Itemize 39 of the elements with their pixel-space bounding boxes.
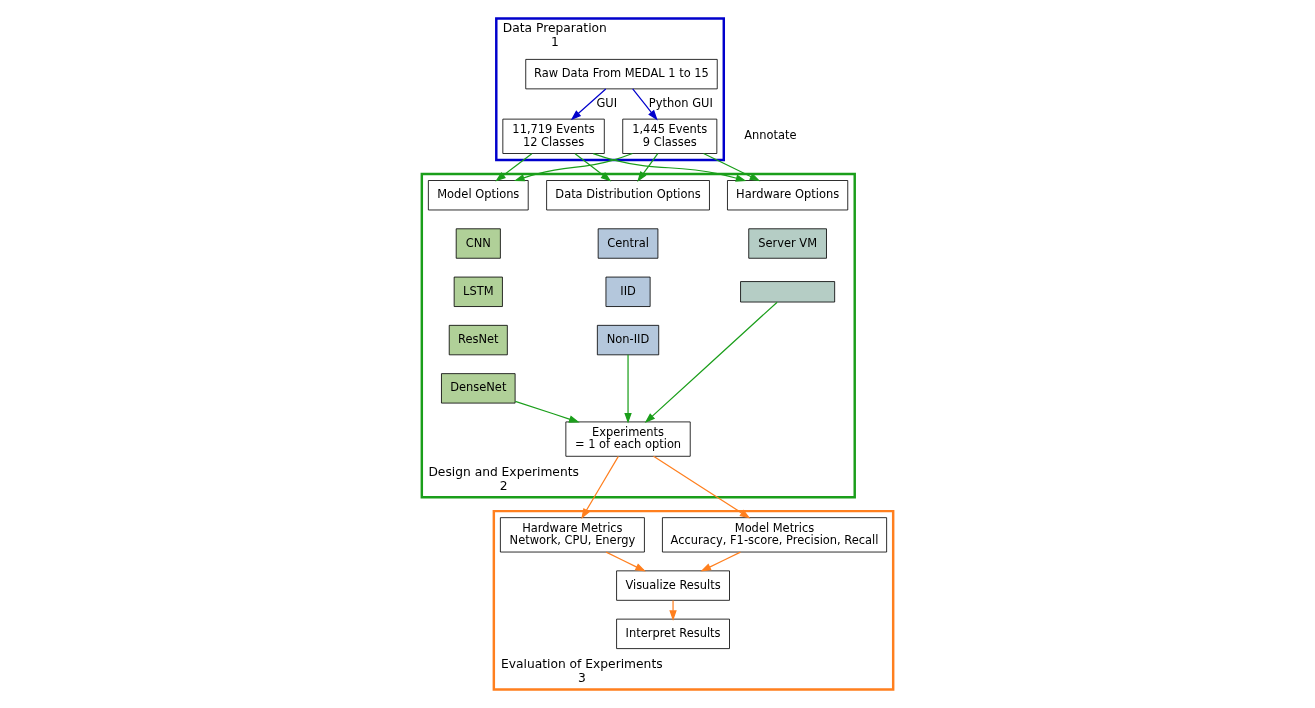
node-box: Central — [597, 228, 659, 259]
arrow — [592, 153, 747, 182]
arrow — [637, 153, 659, 182]
node-box: Data Distribution Options — [546, 180, 710, 211]
arrow — [624, 354, 632, 424]
node-box: ResNet — [448, 324, 508, 356]
arrow — [513, 152, 634, 182]
node-box: 1,445 Events 9 Classes — [622, 118, 718, 154]
node-box: Non-IID — [596, 324, 660, 356]
arrow — [702, 152, 761, 182]
label: Annotate — [744, 128, 797, 143]
edge-label: Python GUI — [648, 96, 713, 111]
node-box: CNN — [455, 228, 501, 259]
arrow — [514, 400, 580, 423]
node-box: DenseNet — [441, 373, 516, 404]
node-box: Hardware Options — [727, 180, 849, 211]
arrow — [574, 153, 612, 182]
node-box: LSTM — [453, 276, 503, 307]
arrow — [669, 599, 677, 621]
arrow — [632, 88, 658, 121]
edge-label: GUI — [596, 96, 618, 111]
arrow — [495, 153, 533, 182]
node-box — [740, 281, 836, 303]
node-box: Model Metrics Accuracy, F1-score, Precision, Recall — [662, 517, 888, 553]
node-box: Visualize Results — [616, 570, 730, 601]
node-box: IID — [605, 276, 651, 307]
node-box: Model Options — [427, 180, 529, 211]
node-box: Raw Data From MEDAL 1 to 15 — [525, 59, 718, 90]
arrow — [570, 88, 607, 121]
arrow — [581, 455, 619, 520]
arrow — [700, 551, 742, 572]
node-box: 11,719 Events 12 Classes — [502, 118, 605, 154]
arrow — [644, 301, 778, 424]
node-box: Experiments = 1 of each option — [565, 421, 691, 457]
node-box: Server VM — [748, 228, 827, 259]
node-box: Interpret Results — [616, 618, 730, 649]
arrow — [605, 551, 646, 572]
arrow — [652, 455, 751, 519]
node-box: Hardware Metrics Network, CPU, Energy — [499, 517, 645, 553]
